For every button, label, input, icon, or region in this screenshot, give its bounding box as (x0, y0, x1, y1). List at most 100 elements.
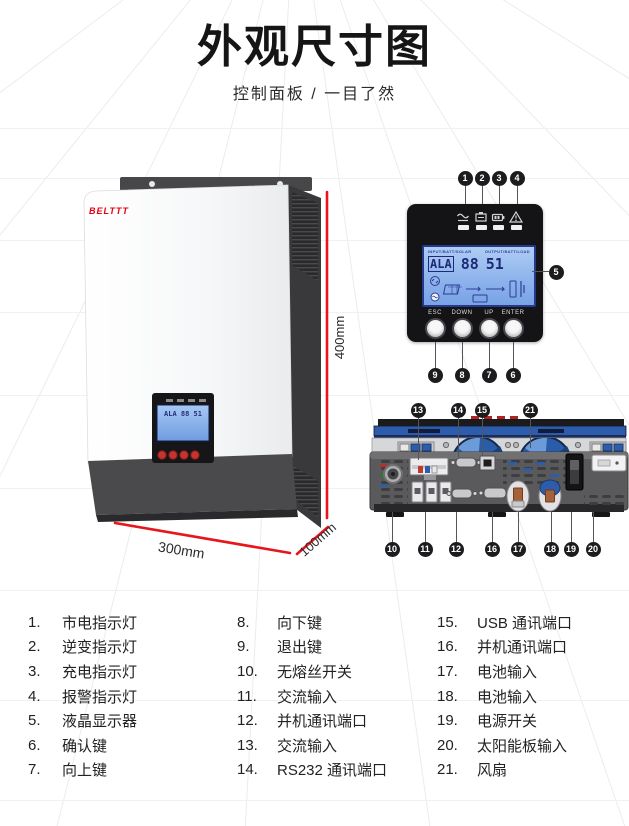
lcd-seg2: 88 (460, 255, 479, 273)
lcd-seg3: 51 (485, 255, 504, 273)
up-button (478, 318, 500, 339)
legend-num: 5. (28, 712, 41, 730)
legend-label: 报警指示灯 (62, 688, 138, 706)
inverter-product-image (83, 177, 330, 556)
fan-icon (452, 438, 504, 454)
legend-num: 14. (237, 761, 258, 779)
legend-label: 风扇 (477, 762, 508, 780)
legend-label: 交流输入 (277, 737, 338, 755)
callout-5: 5 (548, 264, 564, 280)
legend-item: 15. USB 通讯端口 (437, 610, 572, 635)
legend-num: 13. (237, 736, 258, 754)
legend-item: 12.并机通讯端口 (237, 708, 387, 733)
callout-18: 18 (543, 541, 559, 557)
product-button (179, 450, 189, 460)
lcd-diagram (430, 276, 525, 303)
legend-item: 5. 液晶显示器 (28, 708, 137, 733)
legend-num: 8. (237, 613, 250, 631)
legend-item: 10. 无熔丝开关 (237, 659, 387, 684)
legend-num: 3. (28, 662, 41, 680)
callout-8: 8 (454, 367, 470, 383)
callout-19: 19 (563, 541, 579, 557)
battery-icon (491, 213, 505, 222)
legend-label: 退出键 (277, 639, 323, 657)
callout-20: 20 (585, 541, 601, 557)
legend-label: 液晶显示器 (62, 713, 138, 731)
front-face (83, 184, 293, 464)
legend-item: 9.退出键 (237, 635, 387, 660)
legend-label: 电池输入 (477, 663, 538, 681)
legend-label: USB 通讯端口 (477, 614, 573, 632)
legend-num: 11. (237, 687, 257, 705)
top-edge (378, 419, 624, 426)
enter-label: ENTER (501, 310, 525, 316)
legend-item: 7.向上键 (28, 758, 137, 783)
base-edge (96, 509, 298, 522)
callout-16: 16 (484, 541, 500, 557)
callout-11: 11 (417, 541, 433, 557)
product-control-panel (152, 393, 214, 463)
battery-input-2 (538, 479, 562, 512)
legend-column-1: 1.市电指示灯 2.逆变指示灯 3.充电指示灯 4.报警指示灯 5.液晶显示器 … (28, 610, 137, 782)
up-label: UP (484, 310, 494, 316)
callout-2: 2 (474, 170, 490, 186)
legend-item: 6.确认键 (28, 733, 137, 758)
dimension-lines (113, 190, 330, 556)
legend-label: 无熔丝开关 (277, 663, 353, 681)
enter-button (502, 318, 524, 339)
legend-label: RS232 通讯端口 (277, 762, 388, 780)
legend-label: 电池输入 (477, 688, 538, 706)
down-label: DOWN (451, 310, 473, 316)
legend-item: 19. 电源开关 (437, 708, 572, 733)
legend-label: 逆变指示灯 (62, 639, 138, 657)
battery-input-1 (506, 480, 530, 512)
callout-17: 17 (510, 541, 526, 557)
callout-12: 12 (448, 541, 464, 557)
vent-slots (584, 492, 626, 506)
legend-label: 太阳能板输入 (477, 737, 568, 755)
callout-21: 21 (522, 402, 538, 418)
lcd-screen: INPUT/BATT/SOLAR OUTPUT/BATT/LOAD ALA 88… (422, 245, 536, 307)
legend-item: 2.逆变指示灯 (28, 635, 137, 660)
legend-label: 电源开关 (477, 713, 538, 731)
legend-label: 向下键 (277, 614, 323, 632)
side-vents-lower (292, 465, 318, 517)
legend-num: 20. (437, 736, 458, 754)
legend-num: 15. (437, 613, 458, 631)
callout-14: 14 (450, 402, 466, 418)
product-button (168, 450, 178, 460)
ports-detail-image (369, 416, 629, 517)
callout-3: 3 (491, 170, 507, 186)
alarm-led (510, 225, 522, 230)
legend-num: 19. (437, 712, 458, 730)
inverter-led (475, 225, 487, 230)
legend-item: 16.并机通讯端口 (437, 635, 572, 660)
blue-top-bar (373, 425, 627, 438)
control-panel-detail: INPUT/BATT/SOLAR OUTPUT/BATT/LOAD ALA 88… (407, 204, 543, 342)
breaker-switch (383, 464, 403, 484)
legend-item: 3.充电指示灯 (28, 659, 137, 684)
pv-input-connector (591, 454, 627, 472)
legend-num: 21. (437, 761, 458, 779)
callout-4: 4 (509, 170, 525, 186)
dim-height-label: 400mm (332, 315, 348, 360)
brand-logo: BELTTT (89, 206, 129, 216)
legend-num: 10. (237, 662, 258, 680)
callout-9: 9 (427, 367, 443, 383)
base-band (88, 454, 297, 515)
legend-label: 市电指示灯 (62, 614, 138, 632)
callout-10: 10 (384, 541, 400, 557)
page-subtitle: 控制面板 / 一目了然 (232, 86, 397, 103)
fan-icon (519, 438, 571, 454)
legend-num: 12. (237, 712, 258, 730)
product-button (190, 450, 200, 460)
legend-num: 16. (437, 638, 458, 656)
warning-triangle-icon (509, 211, 523, 223)
legend-item: 1. 市电指示灯 (28, 610, 137, 635)
esc-label: ESC (428, 310, 442, 316)
legend-label: 向上键 (62, 762, 108, 780)
legend-num: 1. (28, 613, 41, 631)
legend-num: 17. (437, 662, 458, 680)
legend-num: 4. (28, 687, 41, 705)
